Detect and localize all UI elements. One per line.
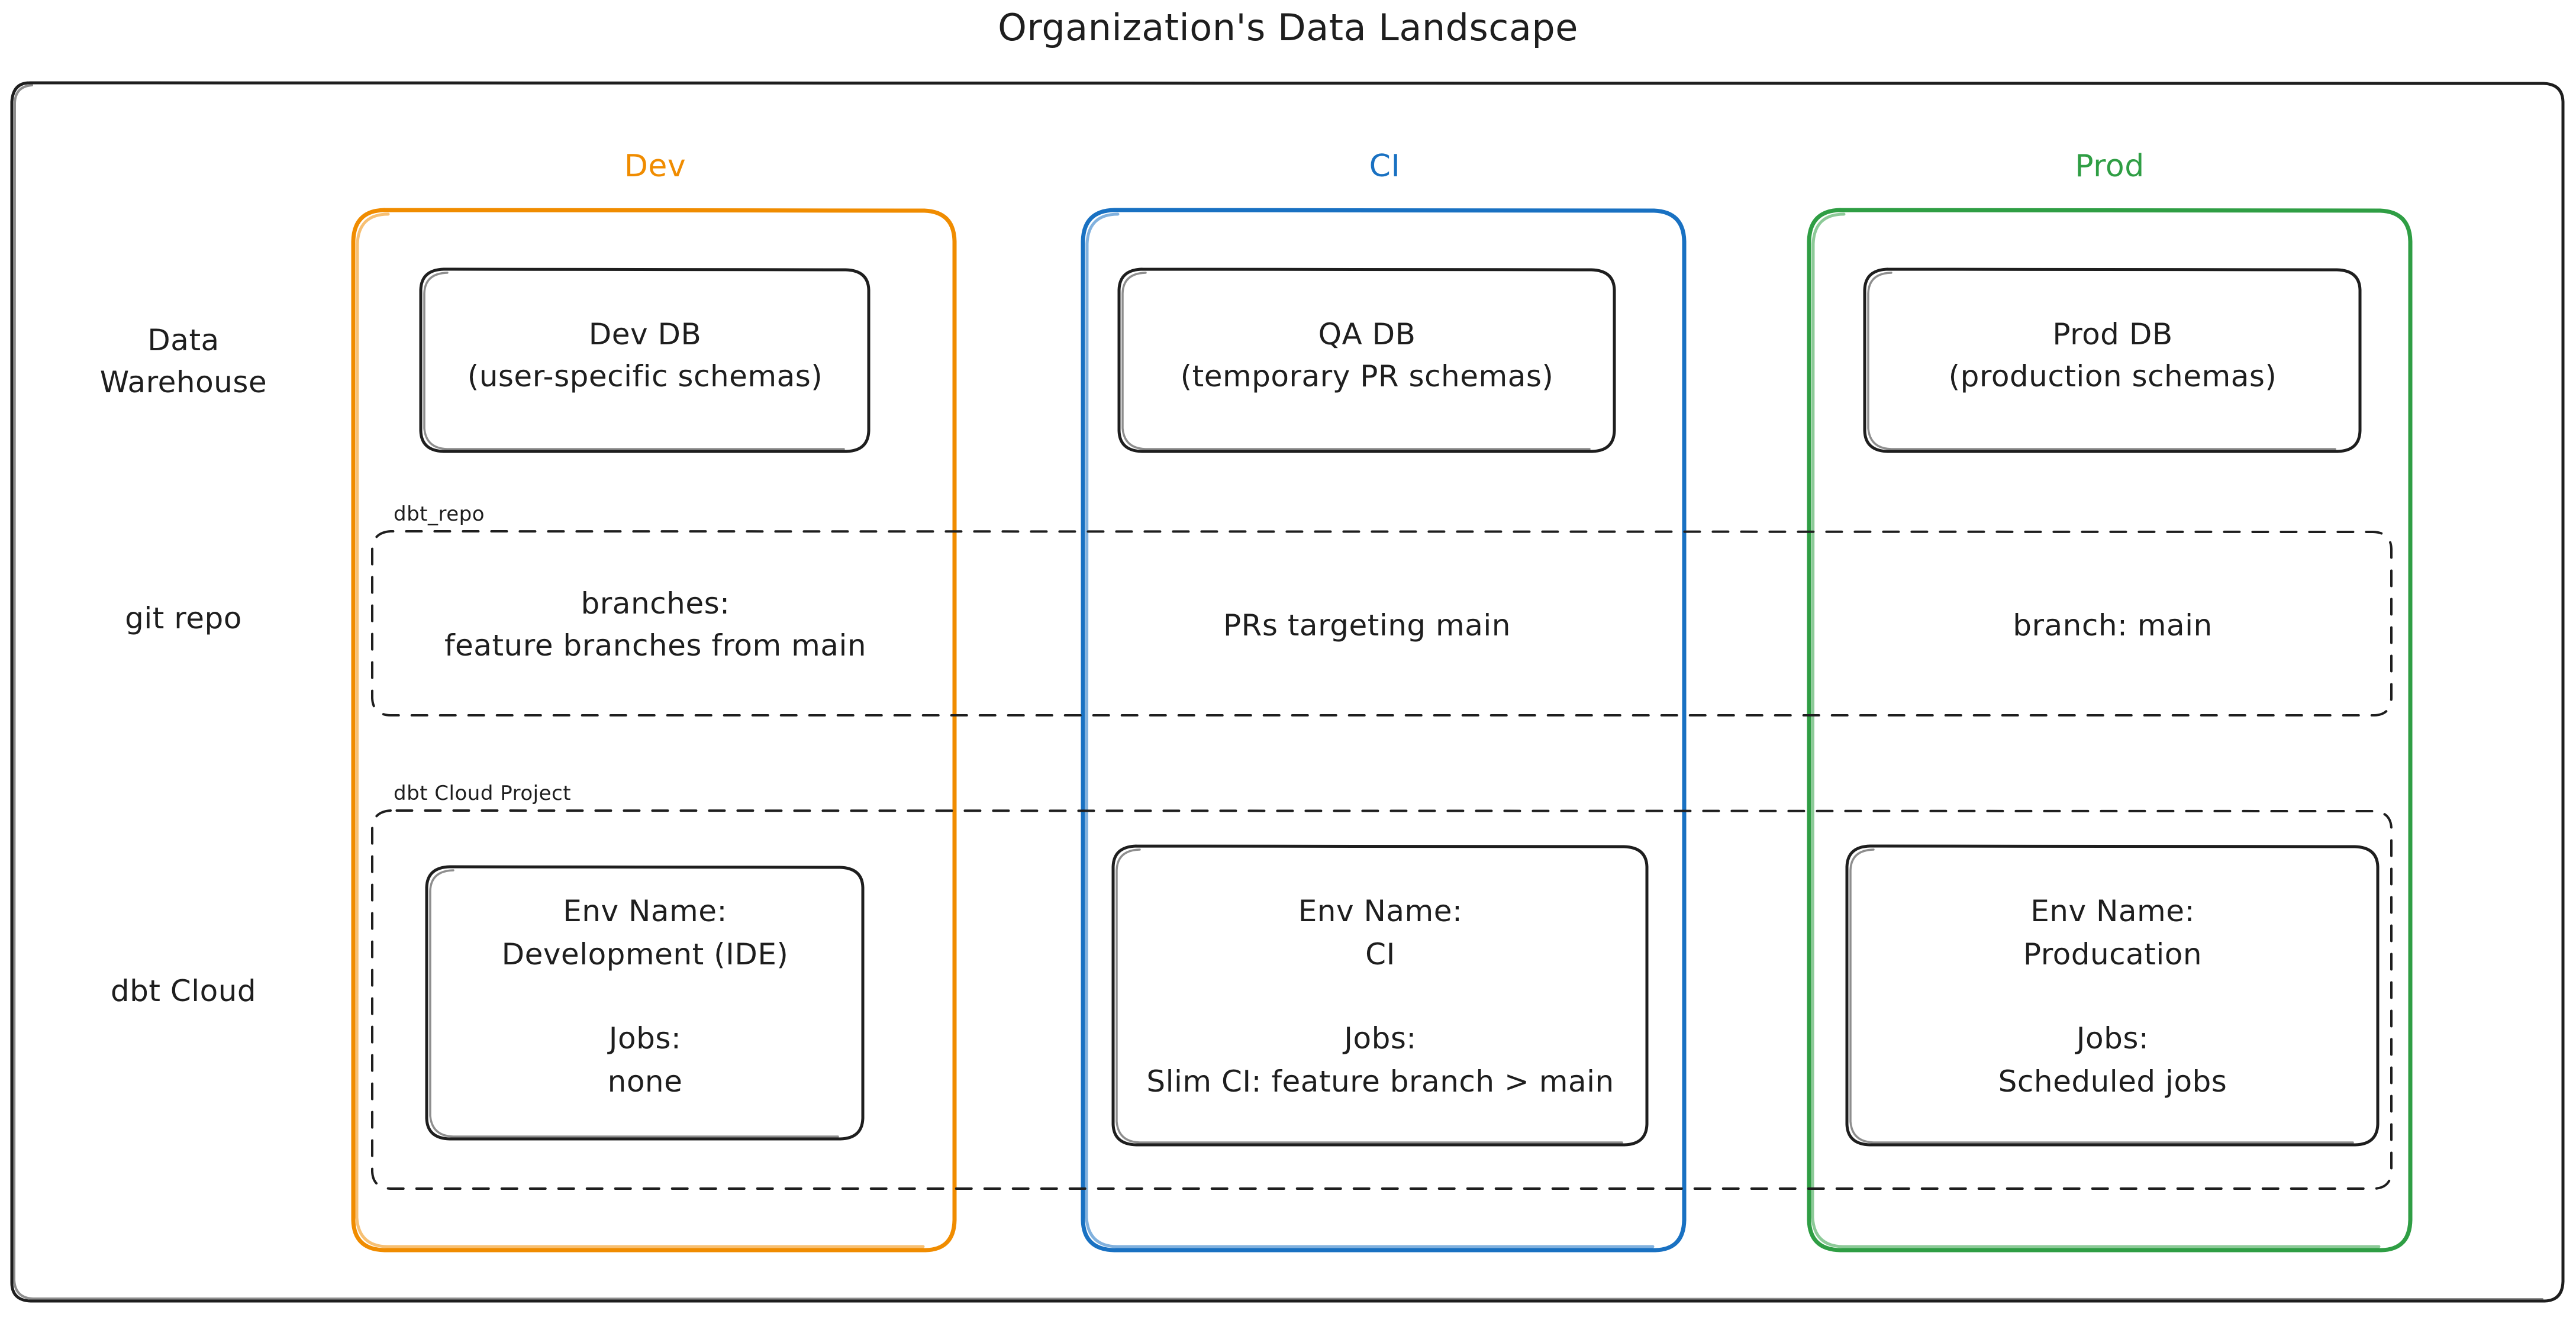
group-label-dbt-cloud-project: dbt Cloud Project: [394, 782, 572, 805]
row-label-data-warehouse: Data Warehouse: [99, 323, 267, 399]
column-header-ci: CI: [1369, 149, 1401, 184]
group-label-dbt-repo: dbt_repo: [394, 502, 485, 526]
cell-dbtcloud-prod-env-label: Env Name:: [2030, 894, 2195, 928]
cell-dbtcloud-ci-jobs-value: Slim CI: feature branch > main: [1146, 1064, 1614, 1099]
column-header-dev: Dev: [624, 149, 686, 184]
column-header-prod: Prod: [2075, 149, 2145, 184]
page-title: Organization's Data Landscape: [998, 6, 1578, 49]
cell-git-prod: branch: main: [2013, 608, 2213, 643]
cell-dbtcloud-ci-env-label: Env Name:: [1298, 894, 1463, 928]
cell-dbtcloud-dev-jobs-value: none: [607, 1064, 683, 1099]
cell-git-dev: branches: feature branches from main: [444, 586, 867, 663]
cell-dbtcloud-ci-env-value: CI: [1365, 937, 1395, 971]
cell-dbtcloud-dev-env-label: Env Name:: [563, 894, 727, 928]
cell-warehouse-ci: QA DB (temporary PR schemas): [1180, 317, 1554, 393]
cell-dbtcloud-prod-env-value: Producation: [2023, 937, 2203, 971]
cell-warehouse-prod: Prod DB (production schemas): [1948, 317, 2277, 393]
cell-warehouse-dev: Dev DB (user-specific schemas): [467, 317, 823, 393]
row-label-git-repo: git repo: [125, 601, 242, 635]
cell-dbtcloud-dev-jobs-label: Jobs:: [608, 1021, 682, 1055]
row-label-dbt-cloud: dbt Cloud: [110, 974, 257, 1008]
cell-dbtcloud-dev-env-value: Development (IDE): [501, 937, 789, 971]
cell-dbtcloud-prod-jobs-value: Scheduled jobs: [1998, 1064, 2227, 1099]
cell-dbtcloud-ci-jobs-label: Jobs:: [1344, 1021, 1417, 1055]
cell-dbtcloud-prod-jobs-label: Jobs:: [2076, 1021, 2149, 1055]
cell-git-ci: PRs targeting main: [1223, 608, 1511, 643]
